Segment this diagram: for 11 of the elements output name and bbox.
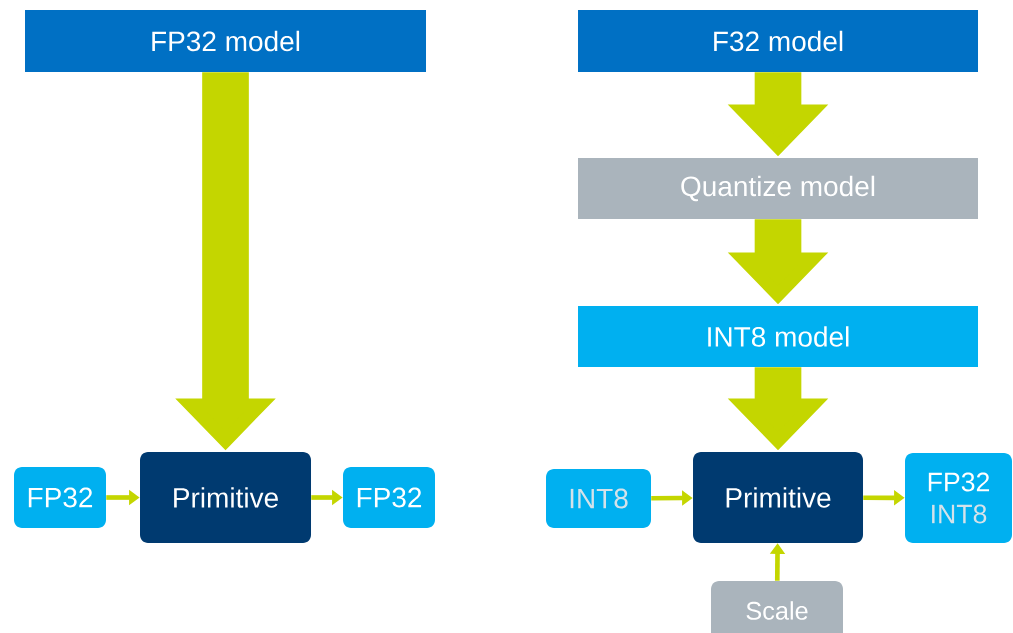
data-box: INT8	[546, 469, 651, 528]
primitive-box: Primitive	[693, 452, 863, 543]
model-bar: FP32 model	[25, 10, 426, 72]
data-box: FP32	[343, 467, 435, 528]
data-box: FP32	[14, 467, 106, 528]
process-bar: Quantize model	[578, 158, 978, 219]
primitive-box: Primitive	[140, 452, 311, 543]
scale-box: Scale	[711, 581, 843, 633]
model-bar: F32 model	[578, 10, 978, 72]
data-box: FP32 INT8	[905, 453, 1012, 543]
model-bar: INT8 model	[578, 306, 978, 367]
